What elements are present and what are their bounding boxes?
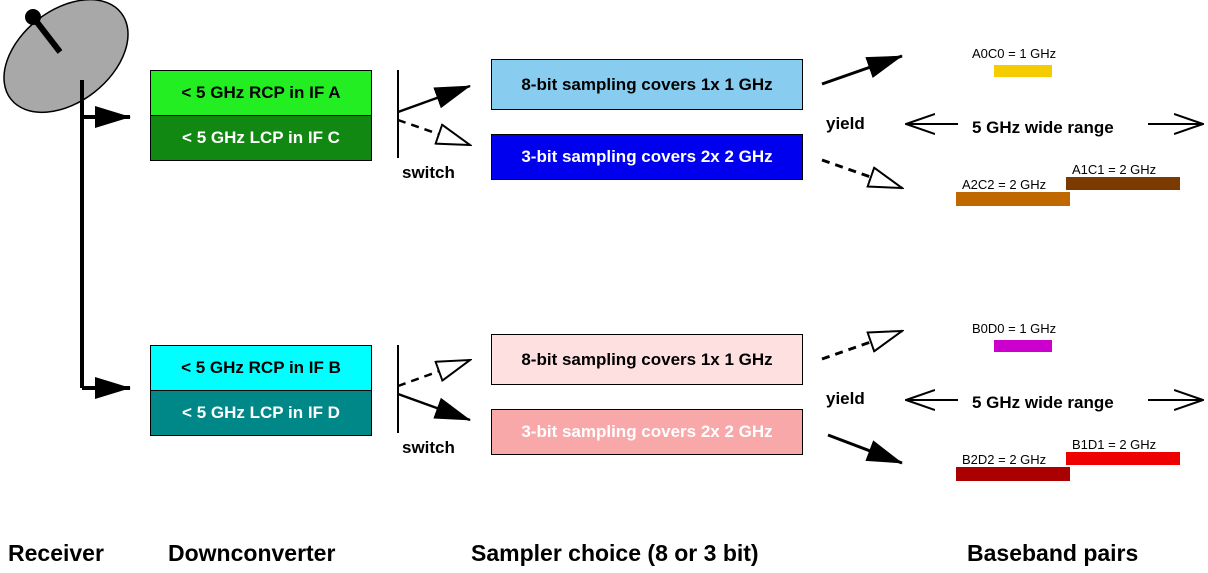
a2c2-bar [956, 192, 1070, 206]
receiver-feed-lines [80, 80, 131, 399]
if-d-box: < 5 GHz LCP in IF D [150, 390, 372, 436]
if-d-label: < 5 GHz LCP in IF D [182, 403, 340, 422]
a2c2-label: A2C2 = 2 GHz [962, 177, 1047, 192]
top-switch [397, 70, 470, 158]
top-yield-arrows [821, 54, 902, 190]
bottom-yield-label: yield [826, 389, 865, 408]
if-a-label: < 5 GHz RCP in IF A [181, 83, 341, 102]
a1c1-label: A1C1 = 2 GHz [1072, 162, 1157, 177]
b2d2-bar [956, 467, 1070, 481]
footer-sampler: Sampler choice (8 or 3 bit) [471, 540, 759, 566]
bottom-switch-label: switch [402, 438, 455, 457]
footer-baseband: Baseband pairs [967, 540, 1139, 566]
b1d1-bar [1066, 452, 1180, 465]
top-range-label: 5 GHz wide range [972, 118, 1114, 137]
b0d0-label: B0D0 = 1 GHz [972, 321, 1057, 336]
if-b-box: < 5 GHz RCP in IF B [150, 345, 372, 391]
footer-downconverter: Downconverter [168, 540, 336, 566]
if-b-label: < 5 GHz RCP in IF B [181, 358, 341, 377]
bottom-8bit-sampler-label: 8-bit sampling covers 1x 1 GHz [521, 349, 773, 369]
bottom-3bit-sampler-label: 3-bit sampling covers 2x 2 GHz [521, 422, 773, 441]
top-switch-label: switch [402, 163, 455, 182]
a0c0-bar [994, 65, 1052, 77]
top-8bit-sampler-label: 8-bit sampling covers 1x 1 GHz [521, 74, 773, 94]
b2d2-label: B2D2 = 2 GHz [962, 452, 1047, 467]
bottom-8bit-sampler-box: 8-bit sampling covers 1x 1 GHz [491, 334, 803, 385]
bottom-3bit-sampler-box: 3-bit sampling covers 2x 2 GHz [491, 409, 803, 455]
bottom-yield-arrows [821, 329, 902, 465]
a1c1-bar [1066, 177, 1180, 190]
bottom-range-label: 5 GHz wide range [972, 393, 1114, 412]
if-a-box: < 5 GHz RCP in IF A [150, 70, 372, 116]
satellite-dish-icon [3, 0, 129, 114]
if-c-label: < 5 GHz LCP in IF C [182, 128, 340, 147]
top-3bit-sampler-box: 3-bit sampling covers 2x 2 GHz [491, 134, 803, 180]
bottom-switch [397, 345, 470, 433]
b0d0-bar [994, 340, 1052, 352]
top-yield-label: yield [826, 114, 865, 133]
a0c0-label: A0C0 = 1 GHz [972, 46, 1057, 61]
top-3bit-sampler-label: 3-bit sampling covers 2x 2 GHz [521, 147, 773, 166]
b1d1-label: B1D1 = 2 GHz [1072, 437, 1157, 452]
top-8bit-sampler-box: 8-bit sampling covers 1x 1 GHz [491, 59, 803, 110]
if-c-box: < 5 GHz LCP in IF C [150, 115, 372, 161]
footer-receiver: Receiver [8, 540, 104, 566]
